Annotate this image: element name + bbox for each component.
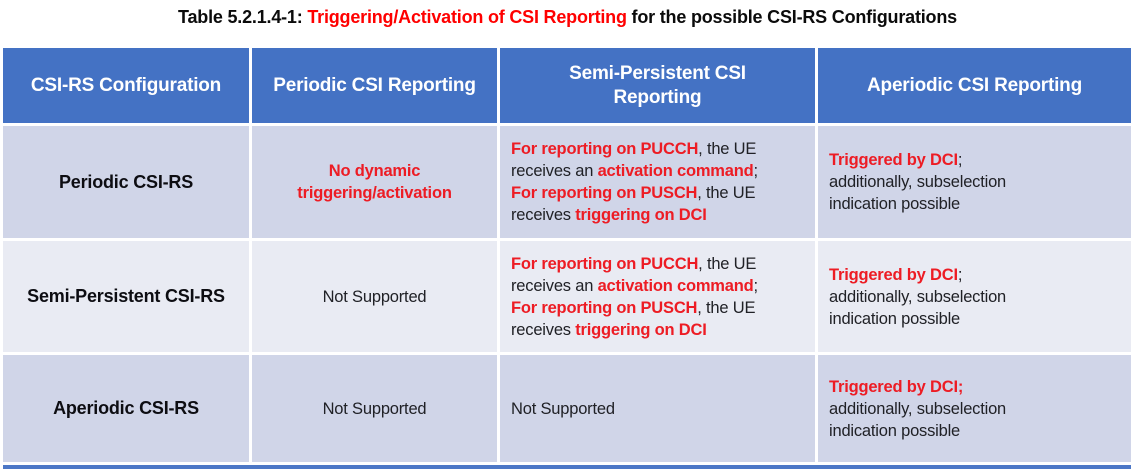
- header-cell-aperiodic-csi-reporting: Aperiodic CSI Reporting: [818, 48, 1131, 123]
- row-semi-persistent-aperiodic-reporting-cell: Triggered by DCI;additionally, subselect…: [818, 241, 1131, 352]
- row-aperiodic-config-label: Aperiodic CSI-RS: [3, 355, 249, 462]
- table-caption-highlight: Triggering/Activation of CSI Reporting: [307, 7, 627, 27]
- row-periodic-aperiodic-reporting-cell: Triggered by DCI;additionally, subselect…: [818, 126, 1131, 238]
- header-cell-periodic-csi-reporting: Periodic CSI Reporting: [252, 48, 497, 123]
- row-aperiodic-aperiodic-reporting-cell: Triggered by DCI;additionally, subselect…: [818, 355, 1131, 462]
- row-periodic-config-label: Periodic CSI-RS: [3, 126, 249, 238]
- row-semi-persistent-config-label: Semi-Persistent CSI-RS: [3, 241, 249, 352]
- table-caption-number: Table 5.2.1.4-1:: [178, 7, 308, 27]
- row-semi-persistent-periodic-reporting-cell: Not Supported: [252, 241, 497, 352]
- table-caption-suffix: for the possible CSI-RS Configurations: [626, 7, 958, 27]
- table-bottom-edge: [3, 465, 1131, 469]
- row-periodic-semi-persistent-reporting-cell: For reporting on PUCCH, the UE receives …: [500, 126, 815, 238]
- row-semi-persistent-semi-persistent-reporting-cell: For reporting on PUCCH, the UE receives …: [500, 241, 815, 352]
- header-cell-semi-persistent-csi-reporting: Semi-Persistent CSI Reporting: [500, 48, 815, 123]
- row-aperiodic-semi-persistent-reporting-cell: Not Supported: [500, 355, 815, 462]
- table-caption: Table 5.2.1.4-1: Triggering/Activation o…: [0, 7, 1135, 28]
- csi-reporting-table: CSI-RS Configuration Periodic CSI Report…: [3, 48, 1131, 462]
- row-aperiodic-periodic-reporting-cell: Not Supported: [252, 355, 497, 462]
- header-cell-csi-rs-configuration: CSI-RS Configuration: [3, 48, 249, 123]
